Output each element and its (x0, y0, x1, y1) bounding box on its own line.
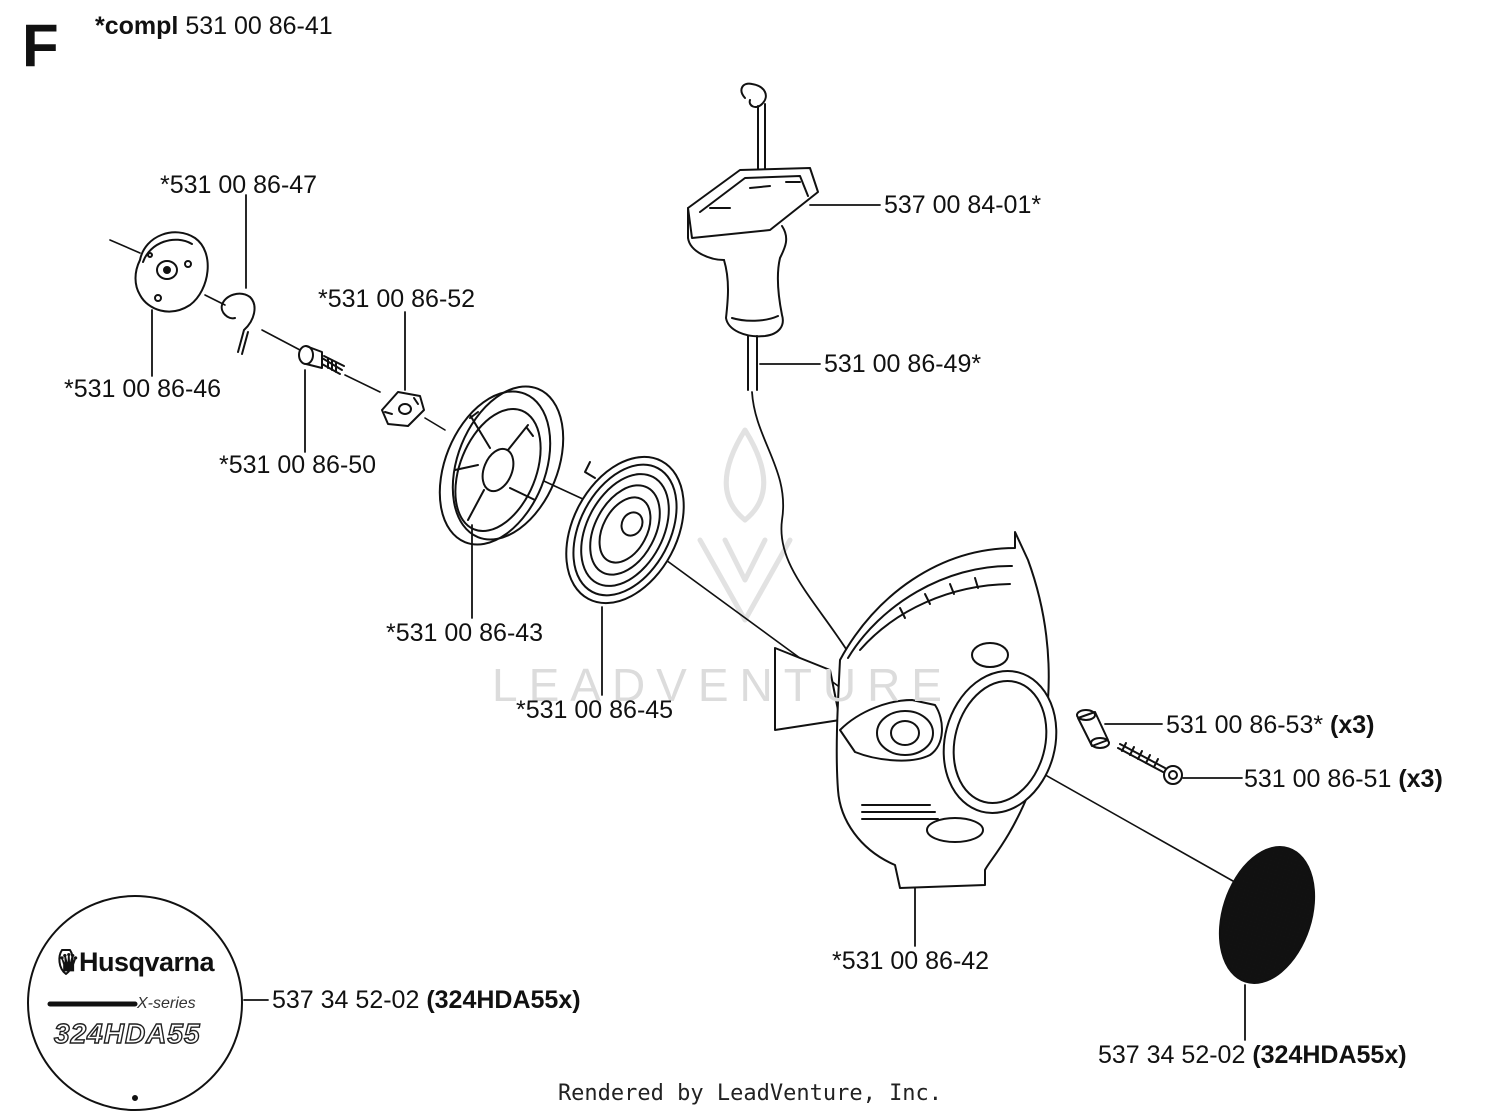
section-letter: F (22, 12, 59, 79)
part-label-starter-housing[interactable]: *531 00 86-42 (832, 947, 990, 975)
part-qualifier: (324HDA55x) (1252, 1041, 1407, 1069)
part-number: 537 34 52-02 (272, 986, 420, 1014)
husqvarna-crown-icon: ♛ (58, 950, 80, 977)
part-label-starter-rope[interactable]: 531 00 86-49* (824, 350, 982, 378)
decal-left-drawing (27, 895, 243, 1111)
housing-screw-drawing (1117, 742, 1183, 785)
decal-right-drawing (1218, 846, 1316, 984)
part-number: 537 34 52-02 (1098, 1041, 1246, 1069)
part-label-spacer-sleeve[interactable]: 531 00 86-53* (x3) (1166, 711, 1375, 739)
assembly-axis (109, 239, 1241, 886)
part-label-decal-right[interactable]: 537 34 52-02 (324HDA55x) (1098, 1041, 1407, 1069)
part-label-pawl-screw[interactable]: *531 00 86-50 (219, 451, 377, 479)
part-label-rope-pulley[interactable]: *531 00 86-43 (386, 619, 544, 647)
leader-lines (151, 194, 1246, 1041)
decal-brand-logo: ♛Husqvarna (58, 947, 215, 978)
starter-handle-drawing (687, 82, 819, 391)
spacer-sleeve-drawing (1076, 709, 1110, 749)
decal-series-text: X-series (137, 995, 196, 1012)
spring-clip-drawing (220, 292, 256, 355)
part-qualifier: (x3) (1398, 765, 1443, 793)
part-label-spring-clip[interactable]: *531 00 86-47 (160, 171, 318, 199)
starter-housing-drawing (774, 531, 1058, 889)
part-label-housing-screw[interactable]: 531 00 86-51 (x3) (1244, 765, 1443, 793)
rope-pulley-drawing (438, 385, 565, 546)
part-qualifier: (324HDA55x) (426, 986, 581, 1014)
decal-model-text: 324HDA55 (53, 1017, 201, 1049)
pawl-drawing (381, 391, 425, 427)
decal-brand-text: Husqvarna (79, 947, 215, 977)
assembly-note-prefix: *compl (95, 12, 179, 40)
part-number: 531 00 86-53* (1166, 711, 1324, 739)
assembly-note: *compl 531 00 86-41 (95, 12, 333, 40)
part-number: 531 00 86-51 (1244, 765, 1392, 793)
assembly-note-number: 531 00 86-41 (185, 12, 333, 40)
watermark-emblem (697, 427, 793, 623)
footer-credit: Rendered by LeadVenture, Inc. (557, 1081, 943, 1106)
pawl-screw-drawing (298, 345, 345, 375)
part-label-pawl-plate[interactable]: *531 00 86-46 (64, 375, 222, 403)
watermark-text: LEADVENTURE (492, 659, 953, 711)
part-label-recoil-spring[interactable]: *531 00 86-45 (516, 696, 674, 724)
part-label-decal-left[interactable]: 537 34 52-02 (324HDA55x) (272, 986, 581, 1014)
part-label-starter-handle[interactable]: 537 00 84-01* (884, 191, 1042, 219)
part-qualifier: (x3) (1330, 711, 1375, 739)
recoil-spring-drawing (565, 455, 685, 605)
part-label-pawl[interactable]: *531 00 86-52 (318, 285, 476, 313)
pawl-plate-drawing (134, 231, 209, 313)
